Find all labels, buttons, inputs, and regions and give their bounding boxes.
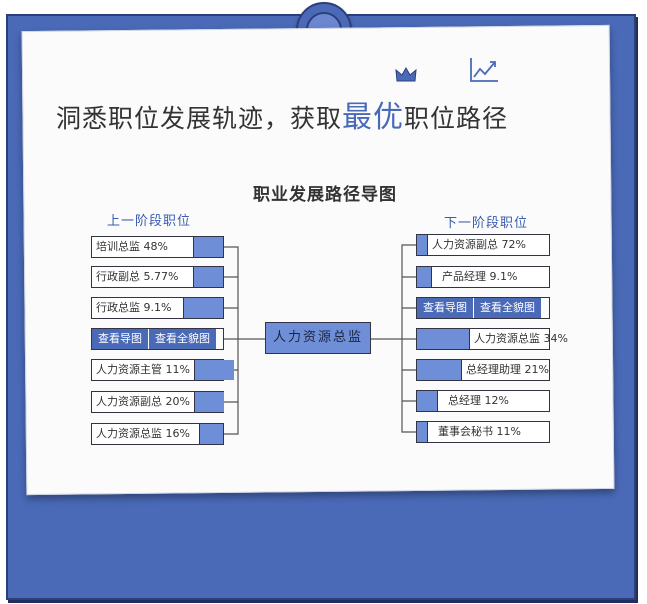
left-item-fill (193, 392, 224, 412)
view-map-button[interactable]: 查看导图 (92, 329, 148, 349)
view-map-button[interactable]: 查看导图 (417, 298, 473, 318)
right-item-6[interactable]: 董事会秘书 11% (416, 421, 550, 443)
headline-highlight: 最优 (342, 100, 405, 135)
right-item-1[interactable]: 人力资源副总 72% (416, 234, 550, 256)
right-item-3[interactable]: 人力资源总监 34% (416, 328, 568, 350)
headline-part2: 职位路径 (404, 104, 509, 133)
right-item-label: 总经理 12% (448, 394, 509, 407)
right-item-label: 人力资源副总 72% (432, 238, 526, 251)
right-item-fill (417, 329, 470, 349)
left-item-fill (193, 237, 223, 257)
right-item-label: 产品经理 9.1% (442, 270, 518, 283)
page-headline: 洞悉职位发展轨迹，获取最优职位路径 (56, 92, 596, 135)
left-column-title: 上一阶段职位 (107, 214, 192, 229)
left-item-6[interactable]: 人力资源总监 16% (91, 423, 224, 445)
left-item-5[interactable]: 人力资源副总 20% (91, 391, 224, 413)
view-all-button[interactable]: 查看全貌图 (148, 329, 216, 349)
left-item-label: 人力资源总监 16% (96, 427, 190, 440)
left-item-fill (193, 360, 234, 380)
left-item-fill (199, 424, 223, 444)
diagram-title: 职业发展路径导图 (253, 185, 397, 205)
right-item-fill (417, 267, 432, 287)
right-item-label: 董事会秘书 11% (438, 425, 521, 438)
right-item-fill (417, 422, 428, 442)
left-item-4[interactable]: 人力资源主管 11% (91, 359, 234, 381)
left-item-label: 人力资源副总 20% (96, 395, 190, 408)
left-item-fill (193, 267, 223, 287)
left-item-label: 培训总监 48% (96, 240, 168, 253)
left-item-fill (183, 298, 223, 318)
right-item-label: 人力资源总监 34% (474, 332, 568, 345)
left-button-group: 查看导图 查看全貌图 (91, 328, 224, 350)
right-item-4[interactable]: 总经理助理 21% (416, 359, 550, 381)
right-button-group: 查看导图 查看全貌图 (416, 297, 550, 319)
right-item-fill (417, 360, 462, 380)
left-item-label: 行政副总 5.77% (96, 270, 179, 283)
left-item-2[interactable]: 行政副总 5.77% (91, 266, 224, 288)
right-item-2[interactable]: 产品经理 9.1% (416, 266, 550, 288)
right-item-label: 总经理助理 21% (466, 363, 549, 376)
center-node[interactable]: 人力资源总监 (265, 322, 371, 354)
right-item-fill (417, 235, 428, 255)
trend-chart-icon (470, 58, 498, 82)
left-item-1[interactable]: 培训总监 48% (91, 236, 224, 258)
right-item-fill (417, 391, 438, 411)
crown-icon (395, 66, 417, 82)
left-item-label: 行政总监 9.1% (96, 301, 172, 314)
left-item-label: 人力资源主管 11% (96, 363, 190, 376)
right-item-5[interactable]: 总经理 12% (416, 390, 550, 412)
left-item-3[interactable]: 行政总监 9.1% (91, 297, 224, 319)
view-all-button[interactable]: 查看全貌图 (473, 298, 541, 318)
headline-part1: 洞悉职位发展轨迹，获取 (56, 104, 343, 133)
right-column-title: 下一阶段职位 (444, 216, 529, 231)
